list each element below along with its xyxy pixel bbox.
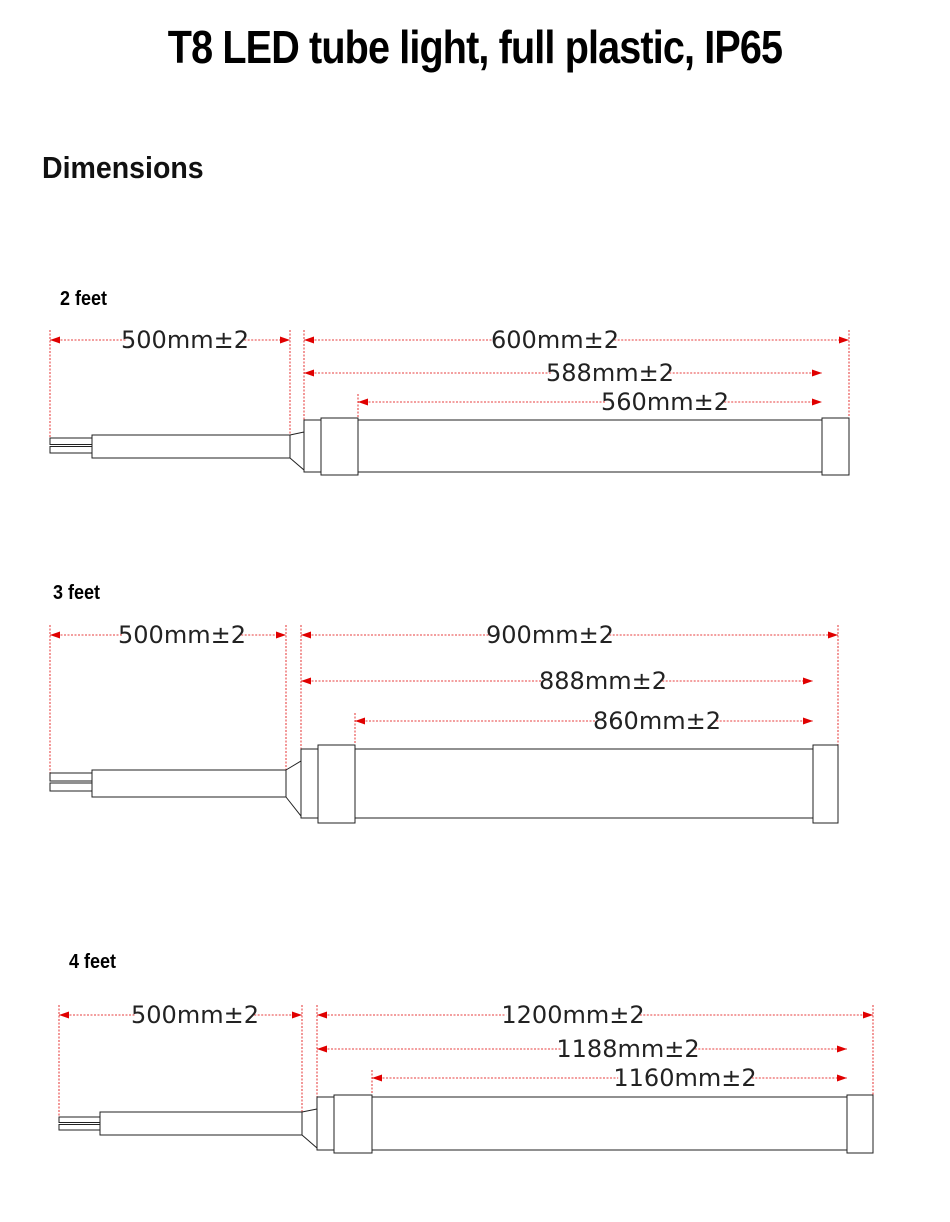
dimension-text-tube: 588mm±2 [546,359,674,387]
plug-pin [49,446,93,454]
tube-drawing-3ft: 500mm±2 900mm±2 888mm±2 860mm±2 [49,621,839,824]
variant-label-2ft: 2 feet [60,288,108,310]
strain-relief [285,760,302,818]
left-end-cap [303,419,322,473]
plug-pin [49,437,93,445]
variant-label-3ft: 3 feet [53,582,101,604]
strain-relief [289,431,305,472]
tube-body [354,748,814,819]
power-cable [91,434,291,459]
section-heading-dimensions: Dimensions [42,150,204,185]
left-end-cap [300,748,319,819]
dimension-text-overall: 1200mm±2 [501,1001,644,1029]
power-cable [91,769,287,798]
plug-pin [49,782,93,792]
dimension-text-overall: 600mm±2 [491,326,619,354]
plug-pin [58,1116,101,1123]
page-title: T8 LED tube light, full plastic, IP65 [167,21,783,73]
tube-body [371,1096,848,1151]
plug-pin [58,1124,101,1131]
right-end-cap [846,1094,874,1154]
tube-body [357,419,823,473]
dimension-text-cable: 500mm±2 [121,326,249,354]
left-end-cap-collar [320,417,359,476]
dimension-text-body: 1160mm±2 [613,1064,756,1092]
dimension-text-tube: 888mm±2 [539,667,667,695]
dimension-text-overall: 900mm±2 [486,621,614,649]
left-end-cap [316,1096,335,1151]
dimension-text-tube: 1188mm±2 [556,1035,699,1063]
dimension-text-body: 860mm±2 [593,707,721,735]
dimension-text-body: 560mm±2 [601,388,729,416]
power-cable [99,1111,303,1136]
dimension-text-cable: 500mm±2 [131,1001,259,1029]
variant-label-4ft: 4 feet [69,951,117,973]
left-end-cap-collar [333,1094,373,1154]
strain-relief [301,1108,318,1150]
right-end-cap [812,744,839,824]
plug-pin [49,772,93,782]
dimension-text-cable: 500mm±2 [118,621,246,649]
left-end-cap-collar [317,744,356,824]
right-end-cap [821,417,850,476]
